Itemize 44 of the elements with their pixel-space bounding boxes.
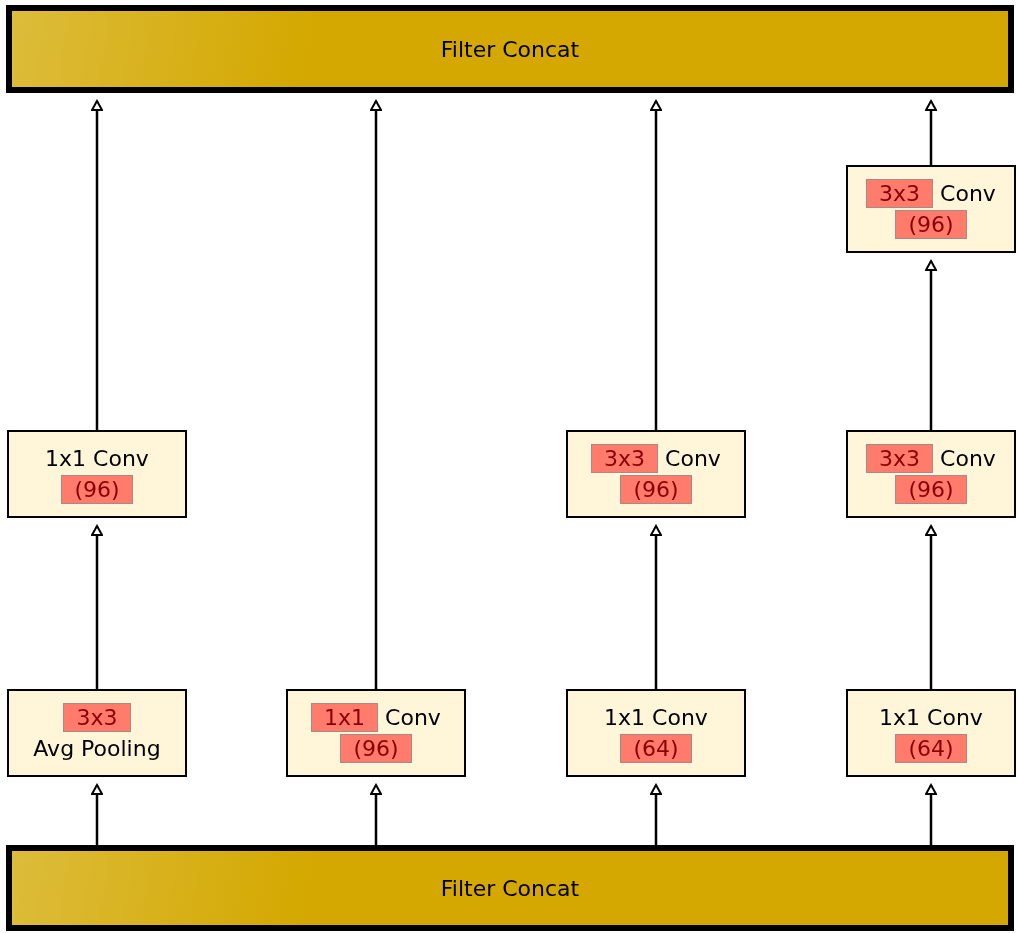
box-text: Conv [940, 446, 996, 471]
box-text: Conv [385, 705, 441, 730]
bar-label: Filter Concat [440, 874, 580, 903]
box-text: 1x1 Conv [45, 446, 149, 471]
concat-bar [6, 845, 1014, 931]
highlighted-text: (96) [620, 475, 692, 504]
highlighted-text: 3x3 [63, 703, 131, 732]
box-text: 1x1 Conv [604, 705, 708, 730]
highlighted-text: (96) [61, 475, 133, 504]
layer-box [286, 689, 466, 777]
arrow [650, 784, 662, 845]
highlighted-text: (64) [895, 734, 967, 763]
arrow [91, 525, 103, 689]
arrow [650, 525, 662, 689]
box-text: 1x1 Conv [879, 705, 983, 730]
arrow [925, 784, 937, 845]
arrow [925, 100, 937, 165]
layer-box [7, 689, 187, 777]
box-text: Avg Pooling [33, 736, 161, 761]
concat-bar [6, 5, 1014, 93]
layer-box [846, 165, 1016, 253]
arrow [370, 784, 382, 845]
box-text: Conv [940, 181, 996, 206]
layer-box [7, 430, 187, 518]
arrow [370, 100, 382, 689]
layer-box [566, 430, 746, 518]
arrow [925, 260, 937, 430]
highlighted-text: (64) [620, 734, 692, 763]
arrow [91, 100, 103, 430]
arrow [925, 525, 937, 689]
highlighted-text: 3x3 [866, 179, 934, 208]
highlighted-text: (96) [895, 210, 967, 239]
layer-box [566, 689, 746, 777]
bar-label: Filter Concat [440, 35, 580, 64]
box-text: Conv [665, 446, 721, 471]
highlighted-text: 1x1 [311, 703, 379, 732]
arrow [650, 100, 662, 430]
highlighted-text: 3x3 [866, 444, 934, 473]
highlighted-text: (96) [340, 734, 412, 763]
arrow [91, 784, 103, 845]
layer-box [846, 430, 1016, 518]
highlighted-text: (96) [895, 475, 967, 504]
highlighted-text: 3x3 [591, 444, 659, 473]
layer-box [846, 689, 1016, 777]
